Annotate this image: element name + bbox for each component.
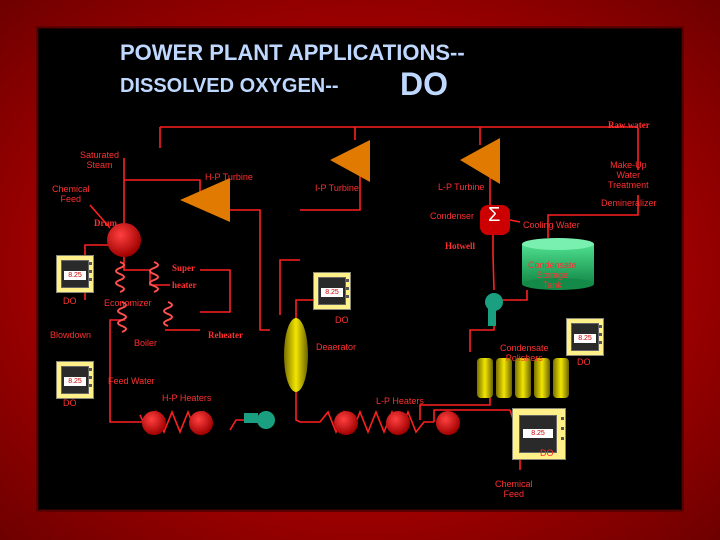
do-reading: 8.25 xyxy=(321,288,343,297)
do-tag: DO xyxy=(577,357,591,367)
condenser-label: Condenser xyxy=(430,211,475,221)
boiler-coil xyxy=(163,301,173,327)
title-line1: POWER PLANT APPLICATIONS-- xyxy=(120,40,465,65)
do-reading: 8.25 xyxy=(64,377,86,386)
condensate-polishers xyxy=(477,358,569,398)
condensate-storage-tank xyxy=(522,238,594,290)
reheater-label: Reheater xyxy=(208,330,243,340)
superheater-label-1: Super xyxy=(172,263,196,273)
condensate-pump xyxy=(485,293,503,326)
deaerator xyxy=(284,318,308,392)
do-reading: 8.25 xyxy=(574,334,596,343)
ip-turbine-label: I-P Turbine xyxy=(315,183,359,193)
deaerator-label: Deaerator xyxy=(316,342,357,352)
title-do: DO xyxy=(400,66,448,102)
hotwell-label: Hotwell xyxy=(445,241,475,251)
do-analyzer-drum[interactable]: 8.25 xyxy=(56,255,94,293)
superheater-label-2: heater xyxy=(172,280,197,290)
superheater-coil-2 xyxy=(149,261,159,293)
lp-heaters-label: L-P Heaters xyxy=(376,396,424,406)
raw-water-label: Raw water xyxy=(608,120,650,130)
lp-heaters xyxy=(334,411,460,435)
economizer-label: Economizer xyxy=(104,298,152,308)
title-line2: DISSOLVED OXYGEN-- xyxy=(120,75,339,97)
ip-turbine xyxy=(330,140,370,182)
superheater-coil xyxy=(115,261,125,293)
condenser-symbol: Σ xyxy=(488,204,501,226)
lp-turbine-label: L-P Turbine xyxy=(438,182,485,192)
do-analyzer-blowdown[interactable]: 8.25 xyxy=(56,361,94,399)
do-analyzer-lp-heaters[interactable]: 8.25 xyxy=(512,408,566,460)
do-analyzer-polishers[interactable]: 8.25 xyxy=(566,318,604,356)
economizer-coil xyxy=(117,301,127,333)
hp-heaters xyxy=(142,411,213,435)
boiler-label: Boiler xyxy=(134,338,158,348)
drum xyxy=(107,223,141,257)
hp-turbine-label: H-P Turbine xyxy=(205,172,253,182)
cooling-water-label: Cooling Water xyxy=(523,220,580,230)
do-reading: 8.25 xyxy=(64,271,86,280)
hp-turbine xyxy=(180,178,230,222)
feed-water-label: Feed Water xyxy=(108,376,155,386)
do-tag: DO xyxy=(63,398,77,408)
do-tag: DO xyxy=(540,448,554,458)
demineralizer-label: Demineralizer xyxy=(601,198,657,208)
drum-label: Drum xyxy=(94,218,117,228)
blowdown-label: Blowdown xyxy=(50,330,92,340)
lp-turbine xyxy=(460,138,500,184)
do-analyzer-deaerator[interactable]: 8.25 xyxy=(313,272,351,310)
do-tag: DO xyxy=(63,296,77,306)
feedwater-pump xyxy=(244,411,275,429)
do-tag: DO xyxy=(335,315,349,325)
hp-heaters-label: H-P Heaters xyxy=(162,393,212,403)
condenser xyxy=(480,205,510,235)
do-reading: 8.25 xyxy=(523,429,553,438)
